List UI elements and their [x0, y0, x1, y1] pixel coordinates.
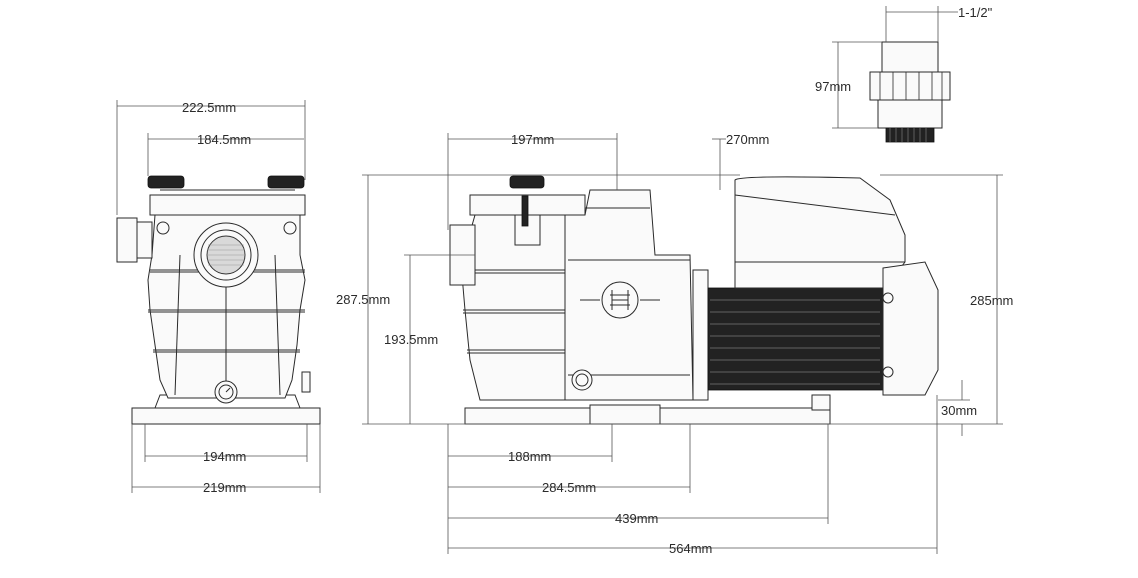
dim-285: 285mm	[970, 293, 1013, 308]
dim-197: 197mm	[511, 132, 554, 147]
pump-logo-icon	[580, 281, 660, 319]
union-fitting	[869, 41, 951, 143]
dim-219: 219mm	[203, 480, 246, 495]
dim-222-5: 222.5mm	[182, 100, 236, 115]
front-view	[116, 175, 321, 425]
side-pot	[461, 214, 566, 401]
dim-564: 564mm	[669, 541, 712, 556]
dim-439: 439mm	[615, 511, 658, 526]
dim-97: 97mm	[815, 79, 851, 94]
dim-194: 194mm	[203, 449, 246, 464]
dim-188: 188mm	[508, 449, 551, 464]
dim-270: 270mm	[726, 132, 769, 147]
dim-284-5: 284.5mm	[542, 480, 596, 495]
side-motor	[707, 287, 884, 391]
dim-30: 30mm	[941, 403, 977, 418]
side-dimensions: 197mm 270mm 287.5mm 193.5mm 285mm 30mm 1…	[336, 132, 1013, 556]
side-view	[449, 175, 939, 425]
dim-287-5: 287.5mm	[336, 292, 390, 307]
front-base	[131, 407, 321, 425]
dim-184-5: 184.5mm	[197, 132, 251, 147]
union-dimensions: 97mm 1-1/2"	[815, 5, 993, 129]
front-dimensions: 222.5mm 184.5mm 194mm 219mm	[116, 100, 321, 495]
pressure-gauge-icon	[214, 380, 238, 404]
dim-193-5: 193.5mm	[384, 332, 438, 347]
side-control-box	[734, 176, 906, 289]
dim-1-1-2: 1-1/2"	[958, 5, 993, 20]
